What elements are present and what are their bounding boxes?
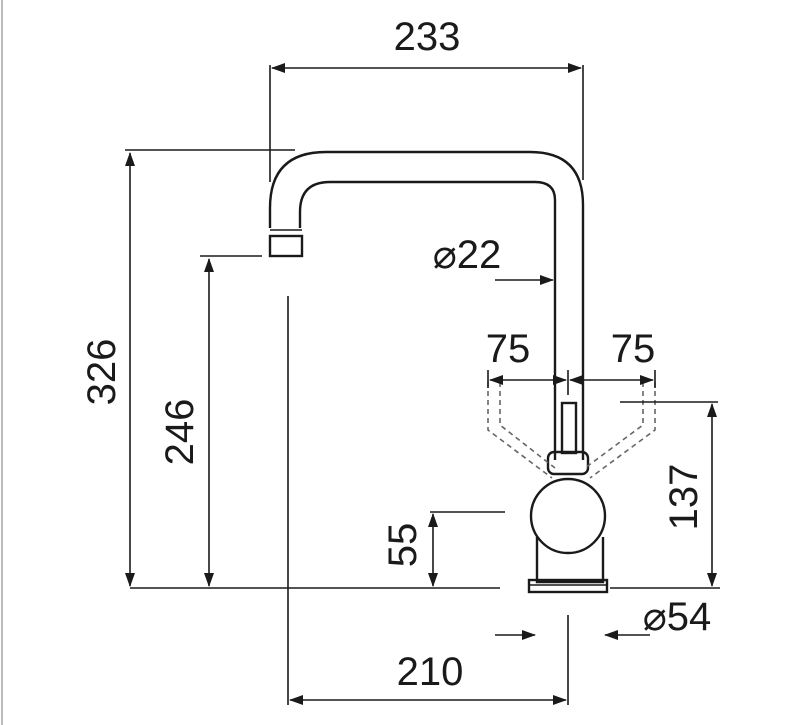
lever-collar (546, 450, 590, 476)
dim-lever-right: 75 (611, 327, 656, 371)
dim-spout-height: 246 (158, 399, 202, 466)
spout-nozzle (268, 234, 304, 258)
lever-swing-paths (487, 382, 656, 479)
dim-overall-height: 326 (80, 339, 124, 406)
spout-outer (268, 150, 585, 378)
body-circle (529, 477, 607, 555)
extension-lines (125, 65, 720, 705)
dim-lever-left: 75 (486, 327, 531, 371)
dim-reach: 210 (397, 650, 464, 694)
dim-lever-height: 137 (662, 464, 706, 531)
dim-base-height: 55 (381, 523, 425, 568)
dim-base-diameter: ⌀54 (643, 595, 712, 639)
dim-pipe-diameter: ⌀22 (433, 233, 502, 277)
base-column (535, 537, 605, 584)
spout-inner (298, 180, 557, 378)
dim-overall-width: 233 (394, 15, 461, 59)
base-plate (527, 578, 609, 594)
faucet-outline (268, 150, 609, 594)
dimension-lines (125, 63, 717, 705)
lever-handle (560, 401, 578, 455)
